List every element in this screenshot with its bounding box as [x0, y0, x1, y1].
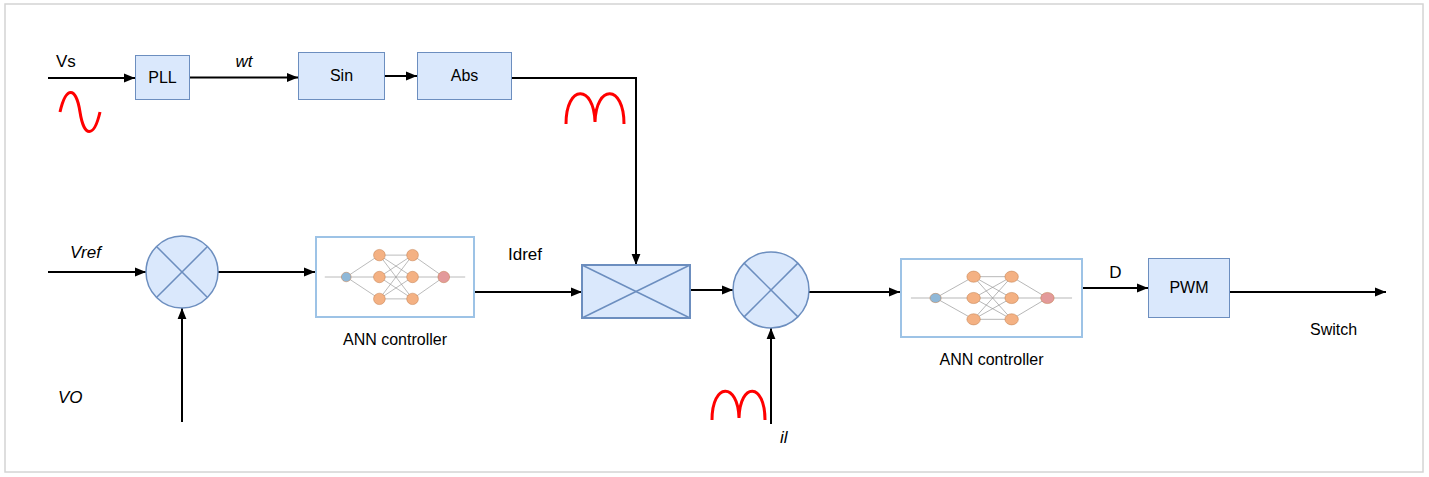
- signal-label: il: [778, 428, 790, 448]
- block-label: PLL: [148, 68, 176, 87]
- signal-label: Switch: [1308, 320, 1359, 339]
- signal-label: Idref: [506, 245, 544, 265]
- edge-label: wt: [234, 52, 255, 72]
- rectified-waveform: [566, 94, 624, 124]
- multiplier-block: [582, 265, 690, 318]
- summing-junction: [733, 252, 809, 328]
- signal-label: Vref: [68, 243, 103, 263]
- ann-controller-box: ANN controller: [900, 258, 1083, 338]
- process-box: PWM: [1148, 258, 1230, 318]
- neural-network-icon: [317, 238, 473, 316]
- output-wire: [1230, 291, 1386, 293]
- block-label: PWM: [1169, 278, 1208, 297]
- edge-label: D: [1107, 263, 1123, 283]
- controller-label: ANN controller: [937, 348, 1047, 373]
- signal-arrow: [1083, 287, 1148, 289]
- picture-frame: [5, 4, 1423, 472]
- signal-label: VO: [56, 388, 85, 408]
- neural-network-icon: [902, 260, 1081, 336]
- feedback-wire: [181, 308, 183, 422]
- process-box: PLL: [135, 55, 190, 100]
- signal-wire: [218, 271, 315, 273]
- signal-label: Vs: [54, 52, 78, 72]
- signal-wire: [809, 291, 900, 293]
- process-box: Sin: [298, 52, 385, 100]
- sine-waveform: [60, 93, 100, 132]
- block-label: Abs: [451, 66, 479, 85]
- summing-junction: [146, 236, 218, 308]
- controller-label: ANN controller: [340, 328, 450, 353]
- block-label: Sin: [330, 66, 353, 85]
- rectified-waveform: [712, 391, 765, 420]
- signal-wire: [512, 78, 636, 265]
- input-wire: [48, 77, 135, 79]
- process-box: Abs: [417, 52, 512, 100]
- ann-controller-box: ANN controller: [315, 236, 475, 318]
- input-wire: [48, 271, 146, 273]
- feedback-wire: [770, 328, 772, 424]
- signal-wire: [690, 289, 733, 291]
- signal-arrow: [385, 75, 417, 77]
- signal-arrow: [190, 77, 298, 79]
- signal-wire: [475, 291, 582, 293]
